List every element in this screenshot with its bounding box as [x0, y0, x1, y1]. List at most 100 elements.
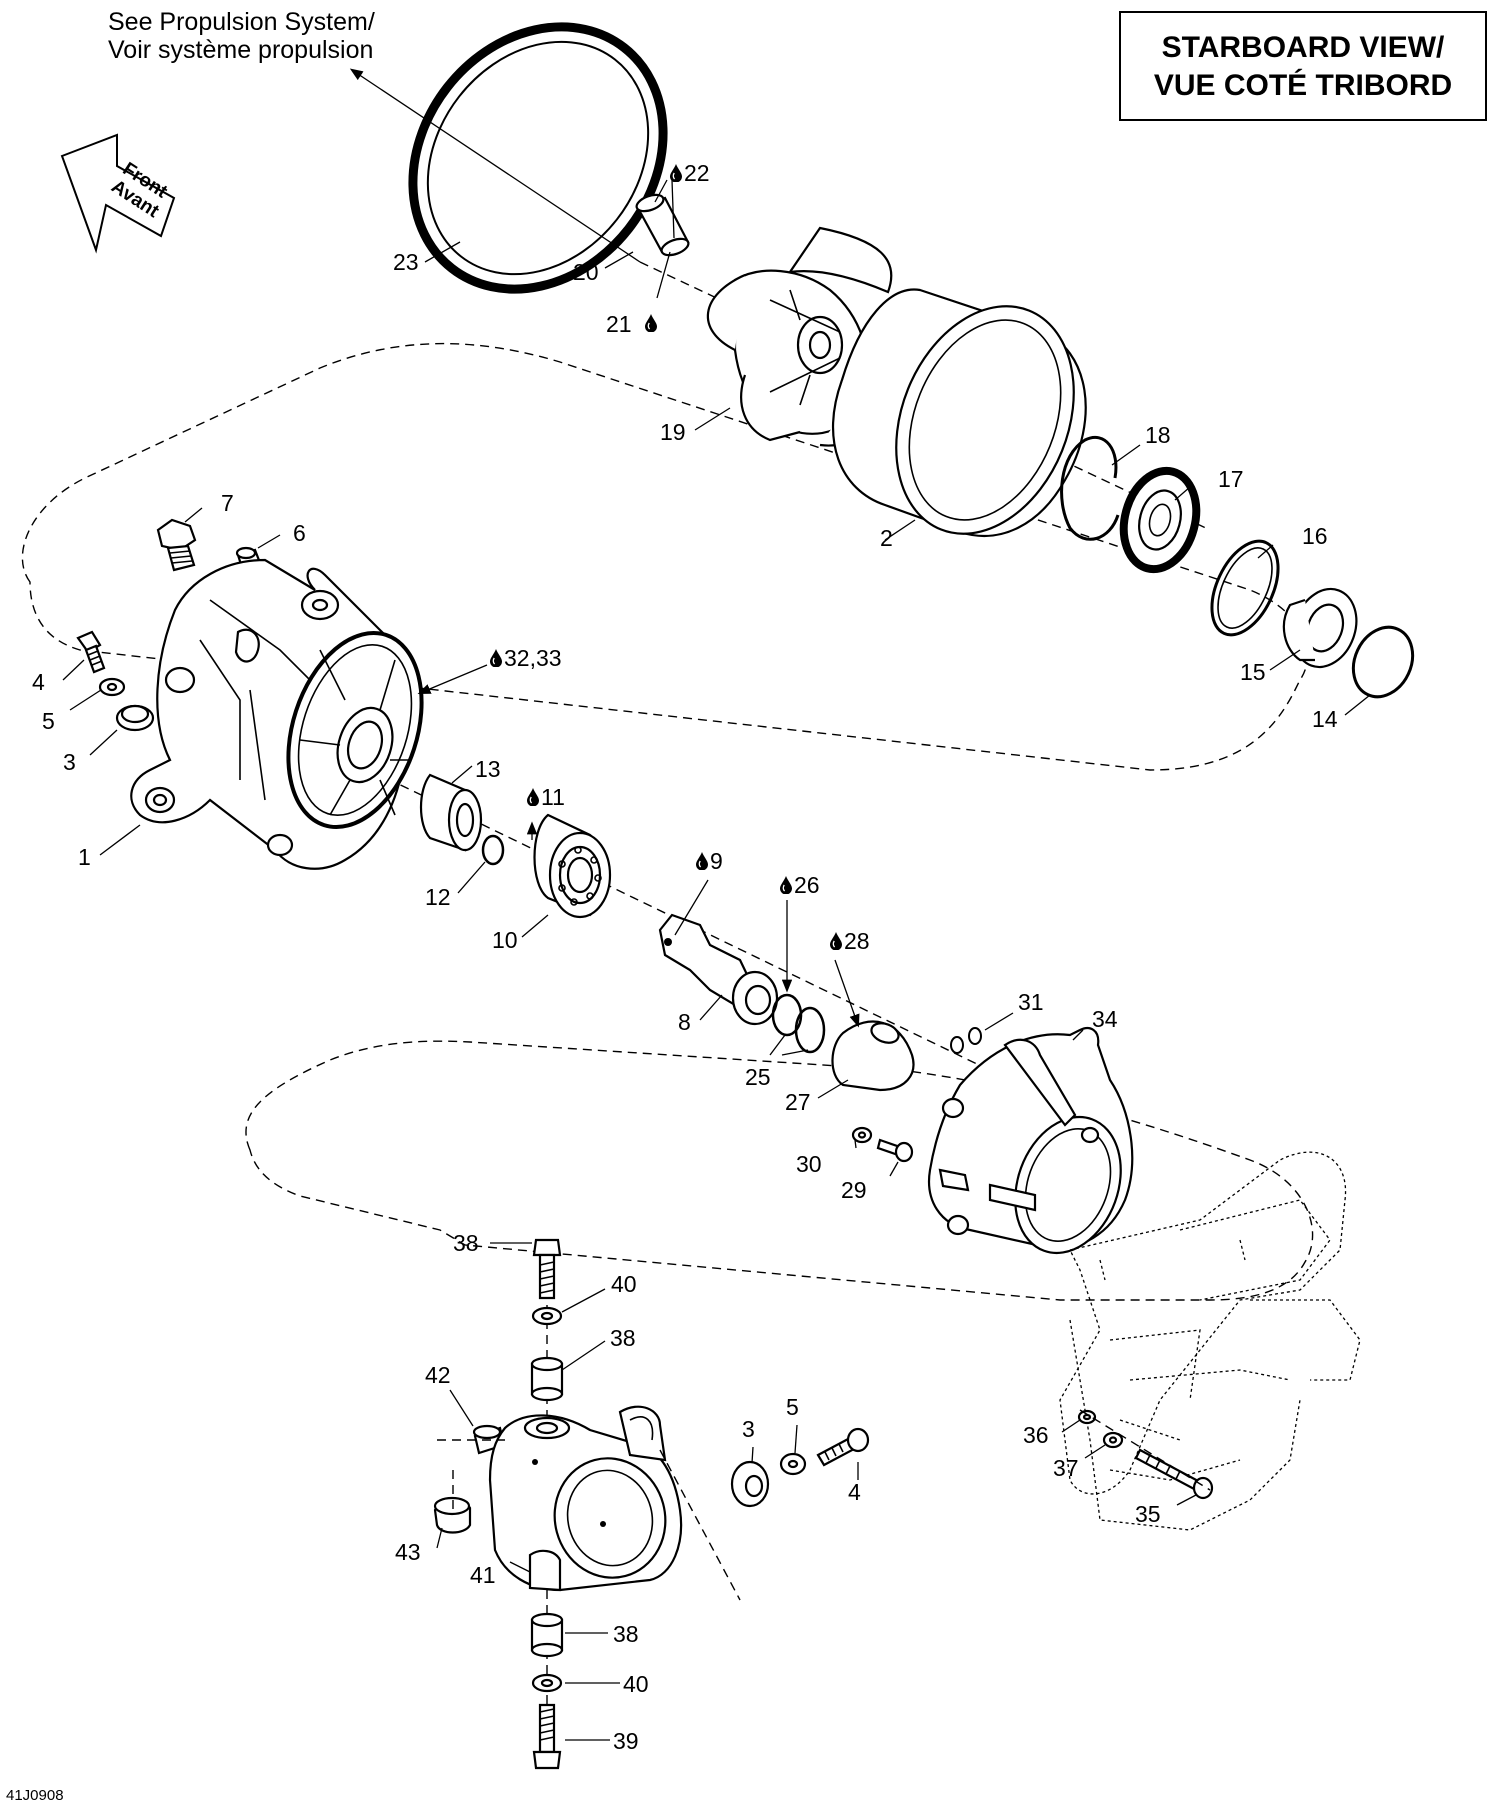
part-30-washer — [851, 1126, 873, 1144]
callout-3-lower: 3 — [742, 1416, 755, 1442]
callout-21: 21 — [606, 311, 657, 337]
lubricant-drop-icon — [527, 788, 539, 806]
callout-39: 39 — [613, 1728, 639, 1754]
callout-31: 31 — [1018, 989, 1044, 1015]
transom-bracket-reference — [1059, 1151, 1361, 1531]
part-5-washer-lower — [779, 1452, 807, 1476]
part-23-ring — [408, 22, 668, 294]
callout-22-text: 22 — [684, 160, 710, 186]
callout-3-upper: 3 — [63, 749, 76, 775]
axis-lower — [224, 699, 1011, 1081]
callout-36: 36 — [1023, 1422, 1049, 1448]
part-25-o-ring-2 — [794, 1006, 826, 1054]
part-37-washer — [1102, 1431, 1124, 1449]
callout-labels: 23 20 22 21 19 2 18 17 16 15 14 7 6 4 5 … — [32, 160, 1338, 1754]
callout-38-bottom: 38 — [613, 1621, 639, 1647]
part-20-sleeve — [635, 193, 690, 257]
leader-lines — [62, 179, 1371, 1741]
callout-18: 18 — [1145, 422, 1171, 448]
callout-22: 22 — [670, 160, 710, 186]
callout-14: 14 — [1312, 706, 1338, 732]
callout-26-text: 26 — [794, 872, 820, 898]
callout-7: 7 — [221, 490, 234, 516]
upper-group-outline — [21, 342, 1309, 771]
part-15-bearing — [1282, 587, 1358, 669]
callout-21-text: 21 — [606, 311, 632, 337]
callout-9-text: 9 — [710, 848, 723, 874]
part-17-seal — [1119, 466, 1201, 574]
title-line-2: VUE COTÉ TRIBORD — [1154, 68, 1452, 102]
callout-29: 29 — [841, 1177, 867, 1203]
callout-4-upper: 4 — [32, 669, 45, 695]
callout-26: 26 — [780, 872, 820, 898]
callout-12: 12 — [425, 884, 451, 910]
callout-32-33: 32,33 — [490, 645, 562, 671]
part-31-o-rings — [950, 1027, 982, 1054]
part-35-bolt — [1134, 1448, 1214, 1500]
steering-nozzle — [488, 1405, 683, 1592]
callout-40-bottom: 40 — [623, 1671, 649, 1697]
part-19-impeller — [706, 226, 893, 447]
part-4-bolt-lower — [816, 1427, 870, 1467]
part-13-spacer — [420, 773, 483, 852]
axis-nozzle-right — [659, 1449, 741, 1601]
callout-13: 13 — [475, 756, 501, 782]
callout-28: 28 — [830, 928, 870, 954]
part-7-plug — [156, 518, 197, 572]
part-27-cone — [831, 1020, 915, 1092]
lubricant-drop-icon — [830, 932, 842, 950]
callout-40-top: 40 — [611, 1271, 637, 1297]
part-39-bolt — [532, 1703, 562, 1770]
callout-19: 19 — [660, 419, 686, 445]
part-38-bolt-top — [532, 1238, 562, 1300]
reference-arrow — [349, 68, 641, 263]
reference-line-2: Voir système propulsion — [108, 36, 373, 64]
part-1-pump-housing — [130, 558, 424, 870]
part-29-screw — [876, 1138, 914, 1163]
part-10-bearing — [533, 813, 612, 919]
title-line-1: STARBOARD VIEW/ — [1162, 31, 1445, 64]
callout-35: 35 — [1135, 1501, 1161, 1527]
part-34-venturi — [927, 1027, 1134, 1255]
lubricant-drop-icon — [670, 164, 682, 182]
part-40-washer-top — [531, 1306, 563, 1326]
part-4-bolt-upper — [76, 630, 106, 674]
callout-42: 42 — [425, 1362, 451, 1388]
lubricant-drop-icon — [645, 314, 657, 332]
lubricant-drop-icon — [490, 649, 502, 667]
callout-43: 43 — [395, 1539, 421, 1565]
callout-23: 23 — [393, 249, 419, 275]
callout-5-upper: 5 — [42, 708, 55, 734]
part-5-washer-upper — [98, 677, 126, 697]
callout-9: 9 — [696, 848, 723, 874]
callout-20: 20 — [573, 259, 599, 285]
callout-4-lower: 4 — [848, 1479, 861, 1505]
callout-8: 8 — [678, 1009, 691, 1035]
callout-30: 30 — [796, 1151, 822, 1177]
callout-5-lower: 5 — [786, 1394, 799, 1420]
part-8-shaft — [658, 913, 779, 1026]
reference-line-1: See Propulsion System/ — [108, 8, 375, 36]
part-43-bushing — [433, 1496, 472, 1534]
callout-27: 27 — [785, 1089, 811, 1115]
part-36-washer — [1077, 1409, 1097, 1425]
axis-35 — [1079, 1409, 1211, 1491]
title-box: STARBOARD VIEW/ VUE COTÉ TRIBORD — [1119, 11, 1487, 121]
part-2-wear-ring — [832, 288, 1087, 537]
callout-15: 15 — [1240, 659, 1266, 685]
drawing-code: 41J0908 — [6, 1787, 64, 1804]
part-12-o-ring — [481, 834, 505, 866]
lower-group-outline — [245, 1040, 1314, 1301]
front-arrow-icon: Front Avant — [60, 133, 176, 254]
callout-17: 17 — [1218, 466, 1244, 492]
callout-34: 34 — [1092, 1006, 1118, 1032]
callout-41: 41 — [470, 1562, 496, 1588]
lubricant-drop-icon — [780, 876, 792, 894]
callout-2: 2 — [880, 525, 893, 551]
callout-10: 10 — [492, 927, 518, 953]
callout-25: 25 — [745, 1064, 771, 1090]
callout-37: 37 — [1053, 1455, 1079, 1481]
callout-28-text: 28 — [844, 928, 870, 954]
lubricant-drop-icon — [696, 852, 708, 870]
